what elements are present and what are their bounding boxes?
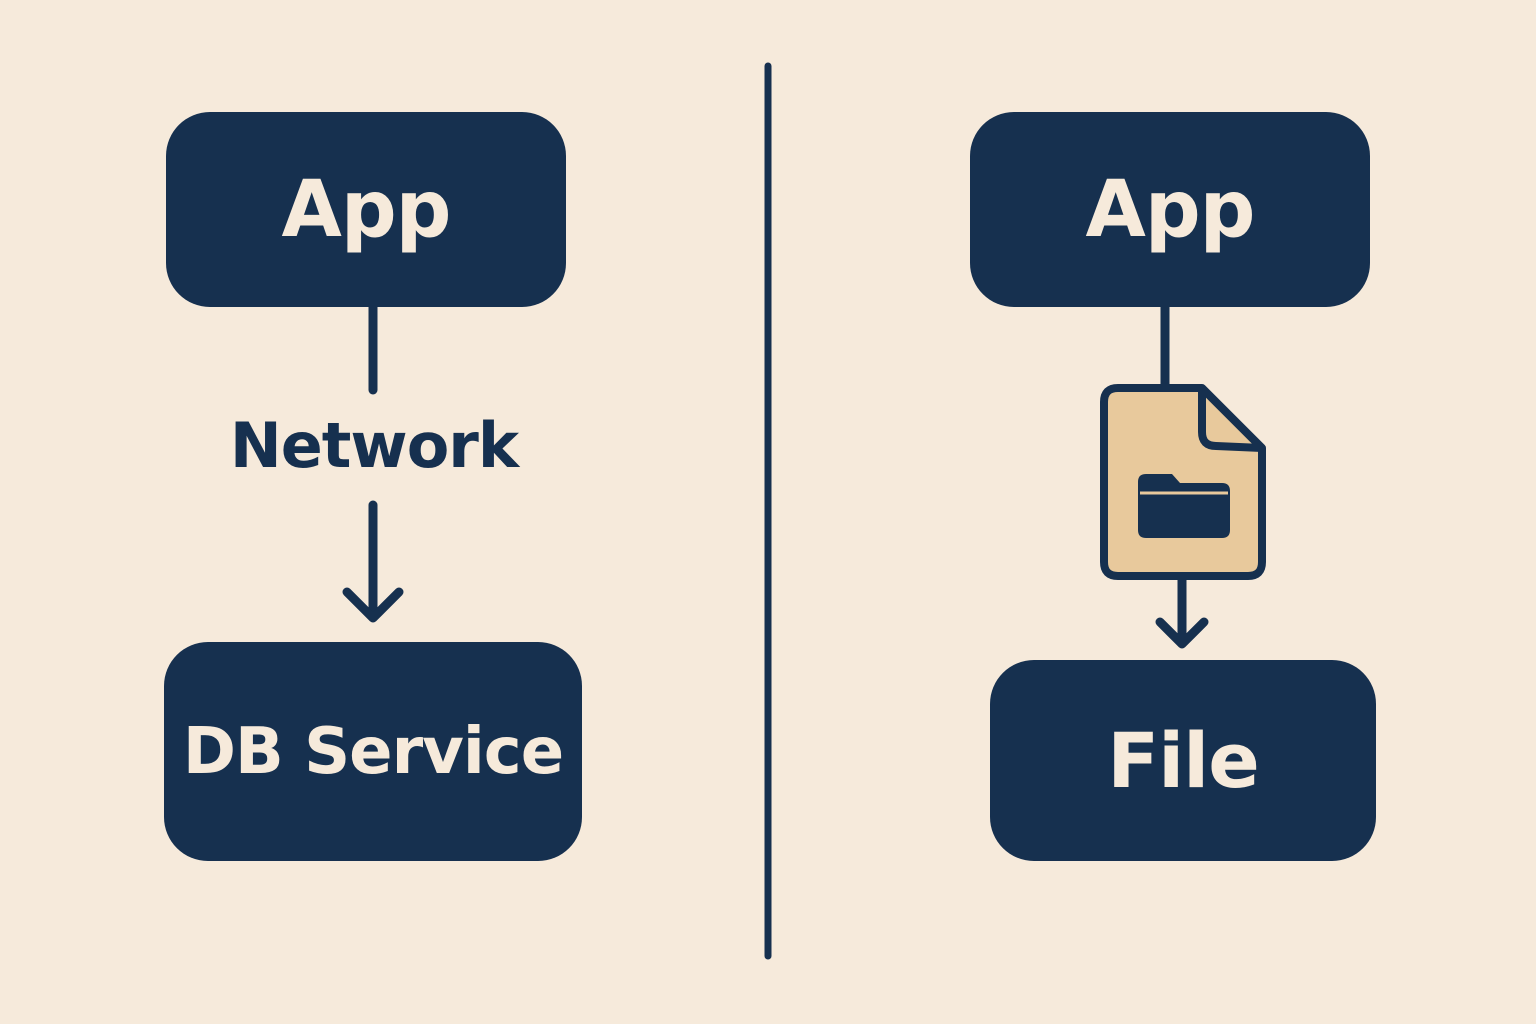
db-service-label: DB Service [182, 714, 564, 789]
file-label: File [1107, 716, 1260, 805]
file-node: File [990, 660, 1376, 861]
left-app-label: App [281, 164, 451, 255]
left-arrowhead-icon [342, 587, 404, 623]
left-app-node: App [166, 112, 566, 307]
db-service-node: DB Service [164, 642, 582, 861]
right-arrowhead-icon [1155, 617, 1209, 649]
document-with-folder-icon [1100, 384, 1266, 580]
right-app-label: App [1085, 164, 1255, 255]
network-label: Network [229, 408, 519, 482]
right-app-node: App [970, 112, 1370, 307]
folder-icon [1138, 474, 1230, 538]
